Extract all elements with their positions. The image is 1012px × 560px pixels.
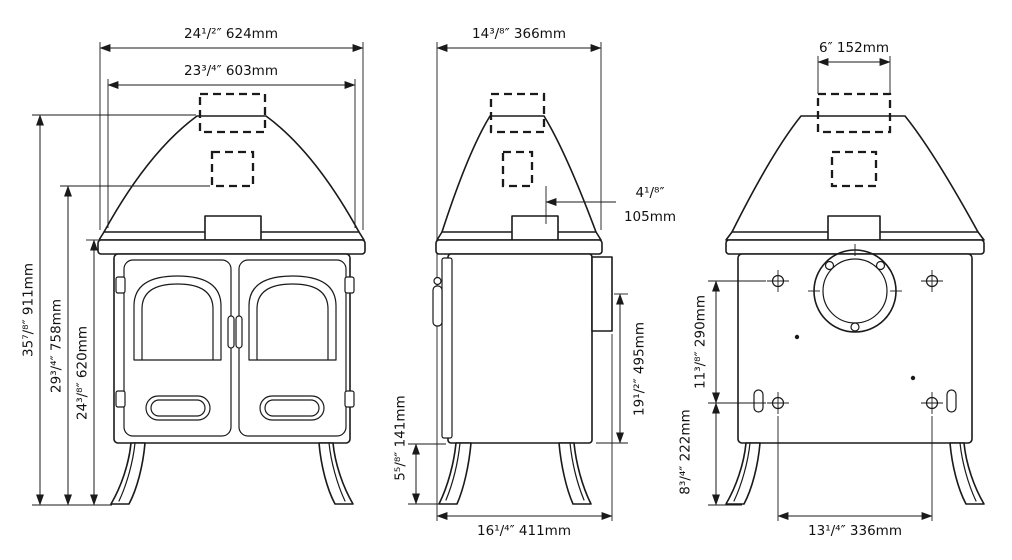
front-width-overall-label: 24¹/²″ 624mm (184, 26, 278, 42)
front-left-door-handle (227, 315, 235, 349)
front-left-leg (110, 442, 146, 505)
side-body (447, 253, 593, 444)
rear-fixing-horizontal-label: 13¹/⁴″ 336mm (808, 523, 902, 539)
side-top-plate (435, 239, 603, 255)
front-canopy (103, 115, 360, 233)
rear-left-leg (725, 442, 761, 505)
front-right-door-hinge-upper (344, 276, 355, 294)
rear-fixing-hole-upper-right (921, 270, 943, 292)
rear-flue-width-label: 6″ 152mm (819, 40, 889, 56)
front-left-door-hinge-upper (115, 276, 126, 294)
front-top-plate (97, 239, 366, 255)
front-flue-spigot (204, 215, 262, 241)
rear-left-leg-detail (733, 442, 751, 502)
side-flue-offset-inches-label: 4¹/⁸″ (635, 185, 664, 201)
front-right-door-handle (235, 315, 243, 349)
rear-keyhole-slot-right (946, 389, 957, 413)
front-left-door-window (133, 275, 222, 361)
rear-fixing-hole-lower-right (921, 392, 943, 414)
rear-fixing-vertical-label: 11³/⁸″ 290mm (693, 295, 709, 389)
front-hidden-flue-outline-upper (198, 92, 267, 134)
rear-pilot-hole-dot (910, 375, 916, 381)
rear-hidden-flue-outline-lower (830, 150, 878, 188)
side-rear-leg-detail (569, 442, 585, 501)
front-width-top-plate-label: 23³/⁴″ 603mm (184, 63, 278, 79)
side-hidden-flue-outline-lower (501, 150, 534, 188)
rear-fixing-hole-upper-left (767, 270, 789, 292)
rear-right-leg-detail (959, 442, 977, 502)
front-right-leg-detail (328, 442, 346, 502)
side-front-leg-detail (445, 442, 461, 501)
rear-hidden-flue-outline-upper (816, 92, 892, 134)
side-rear-flue-box (591, 256, 613, 332)
side-flue-offset-mm-label: 105mm (624, 209, 676, 225)
front-right-door-hinge-lower (344, 390, 355, 408)
front-left-door-hinge-lower (115, 390, 126, 408)
front-right-door-window (248, 275, 337, 361)
front-height-overall-label: 35⁷/⁸″ 911mm (21, 263, 37, 357)
side-rear-flue-height-label: 19¹/²″ 495mm (632, 322, 648, 416)
front-left-door-vent (145, 395, 211, 421)
rear-flue-collar-bolt (850, 322, 860, 332)
rear-view: 6″ 152mm (678, 40, 985, 539)
rear-flue-collar-bolt (875, 260, 886, 271)
rear-pilot-hole-dot (794, 334, 800, 340)
rear-right-leg (949, 442, 985, 505)
front-left-door-vent-inner (150, 399, 206, 417)
rear-keyhole-slot-left (753, 389, 764, 413)
rear-canopy (731, 115, 979, 233)
rear-fixing-hole-lower-left (767, 392, 789, 414)
side-hidden-flue-outline-upper (489, 92, 546, 134)
side-canopy (441, 115, 597, 233)
front-right-door-vent-inner (264, 399, 320, 417)
front-hidden-flue-outline-lower (210, 150, 255, 188)
front-right-door-vent (259, 395, 325, 421)
front-height-top-plate-label: 24³/⁸″ 620mm (75, 326, 91, 420)
side-base-clearance-label: 5⁵/⁸″ 141mm (393, 395, 409, 480)
rear-flue-collar-bolt (824, 260, 835, 271)
side-door-handle-knob (433, 276, 442, 286)
side-door-edge (441, 257, 453, 439)
front-right-door-window-inner (256, 283, 329, 361)
rear-fixing-lower-label: 8³/⁴″ 222mm (678, 409, 694, 494)
rear-flue-spigot (827, 215, 881, 241)
side-flue-spigot (511, 215, 559, 241)
side-view: 14³/⁸″ 366mm 4¹/⁸″ 105mm 19¹/²″ 495mm 5⁵… (393, 26, 677, 539)
front-height-flue-label: 29³/⁴″ 758mm (49, 299, 65, 393)
side-door-handle (432, 285, 443, 327)
front-right-leg (318, 442, 354, 505)
front-left-leg-detail (118, 442, 136, 502)
side-depth-canopy-label: 14³/⁸″ 366mm (472, 26, 566, 42)
side-depth-overall-label: 16¹/⁴″ 411mm (477, 523, 571, 539)
front-view: 24¹/²″ 624mm 23³/⁴″ 603mm 35⁷/⁸″ 911mm 2… (21, 26, 366, 506)
front-left-door-window-inner (141, 283, 214, 361)
